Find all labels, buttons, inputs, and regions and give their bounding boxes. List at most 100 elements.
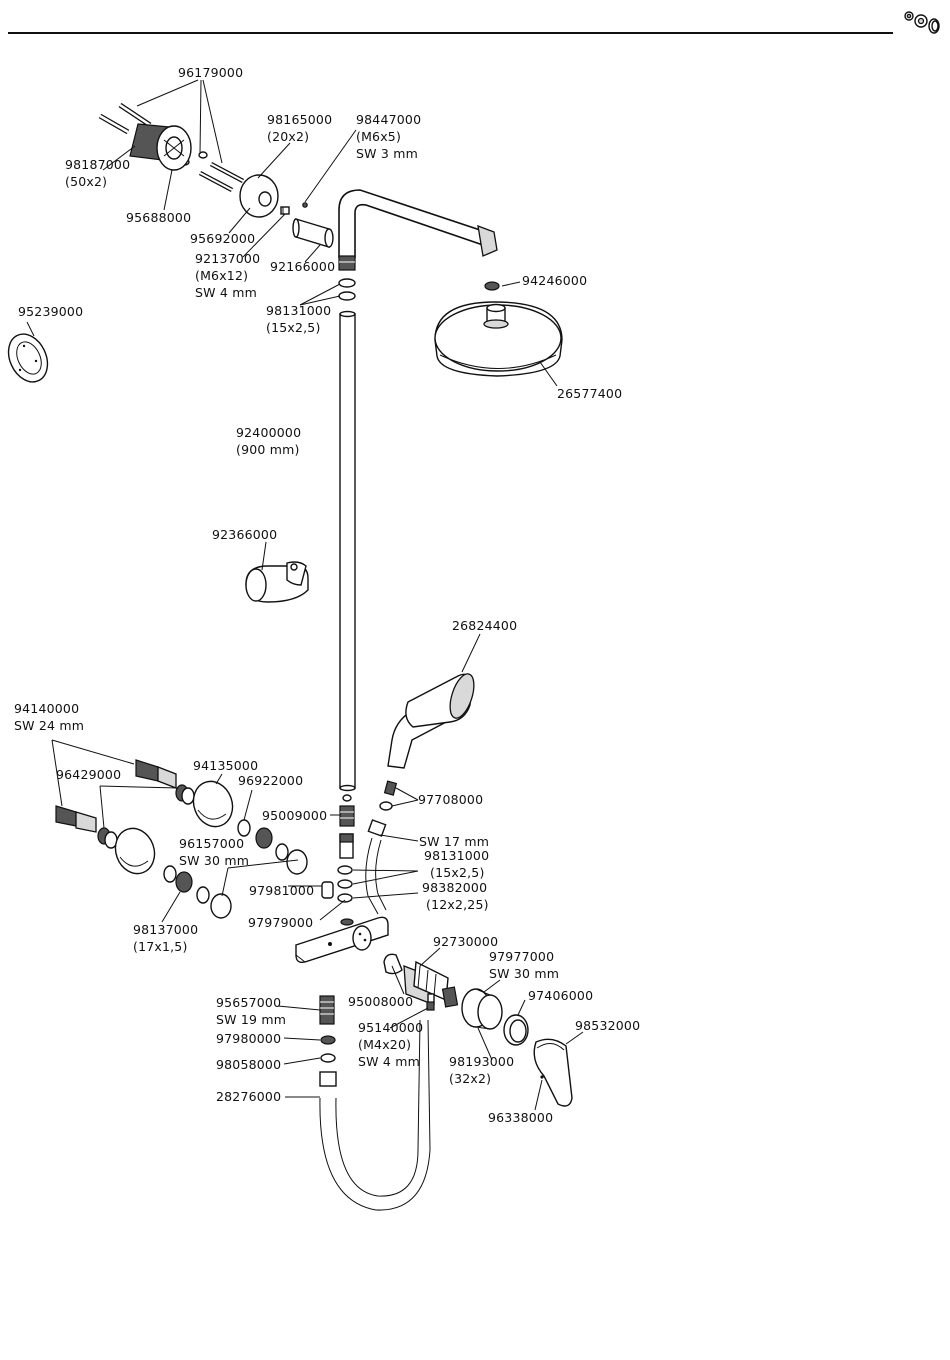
- part-tool: SW 30 mm: [489, 966, 560, 981]
- tiny-grub-screw: [302, 202, 308, 208]
- part-number: 96338000: [488, 1110, 554, 1125]
- part-label-95008000: 95008000: [348, 993, 413, 1010]
- part-number: 92166000: [270, 259, 336, 274]
- part-label-96922000: 96922000: [238, 772, 303, 789]
- part-label-94246000: 94246000: [522, 272, 587, 289]
- part-label-96157000: 96157000 SW 30 mm: [179, 835, 249, 869]
- part-label-98137000: 98137000 (17x1,5): [133, 921, 198, 955]
- part-label-28276000: 28276000: [216, 1088, 281, 1105]
- shower-hose: [319, 1019, 431, 1211]
- part-number: 98532000: [575, 1018, 641, 1033]
- part-label-97981000: 97981000: [249, 882, 314, 899]
- hand-shower: [387, 673, 475, 769]
- part-label-95009000: 95009000: [262, 807, 327, 824]
- s-union-upper: [135, 759, 195, 805]
- part-label-97979000: 97979000: [248, 914, 313, 931]
- part-tool: SW 19 mm: [216, 1012, 287, 1027]
- o-ring: [338, 291, 356, 301]
- part-tool: SW 17 mm: [419, 834, 490, 849]
- arm-connector: [292, 218, 334, 248]
- part-number: 98131000: [424, 848, 490, 863]
- part-label-92137000: 92137000 (M6x12) SW 4 mm: [195, 250, 260, 301]
- part-number: 94140000: [14, 701, 80, 716]
- leader-lines: [26, 79, 584, 1111]
- part-spec: (20x2): [267, 129, 310, 144]
- part-number: 98382000: [422, 880, 488, 895]
- part-spec: (15x2,5): [430, 865, 485, 880]
- wall-rosette: [239, 174, 279, 218]
- part-number: 95239000: [18, 304, 84, 319]
- part-tool: SW 4 mm: [358, 1054, 420, 1069]
- part-label-95239000: 95239000: [18, 303, 83, 320]
- o-ring: [337, 865, 353, 875]
- part-number: 98131000: [266, 303, 332, 318]
- part-number: 98193000: [449, 1054, 515, 1069]
- part-number: 26577400: [557, 386, 623, 401]
- part-number: 97979000: [248, 915, 314, 930]
- part-number: 96922000: [238, 773, 304, 788]
- part-number: 98165000: [267, 112, 333, 127]
- part-number: 97981000: [249, 883, 315, 898]
- part-number: 98058000: [216, 1057, 282, 1072]
- part-spec: (900 mm): [236, 442, 300, 457]
- handshower-holder: [245, 561, 309, 603]
- part-label-96429000: 96429000: [56, 766, 121, 783]
- part-number: 97977000: [489, 949, 555, 964]
- part-number: 96179000: [178, 65, 244, 80]
- part-label-97406000: 97406000: [528, 987, 593, 1004]
- part-spec: (M4x20): [358, 1037, 412, 1052]
- o-ring: [320, 1035, 336, 1045]
- thermostat-cartridge: [383, 953, 449, 1011]
- part-label-96338000: 96338000: [488, 1109, 553, 1126]
- riser-rail: [339, 310, 356, 792]
- connector-nipple: [339, 805, 355, 827]
- part-label-95688000: 95688000: [126, 209, 191, 226]
- part-number: 28276000: [216, 1089, 282, 1104]
- part-tool: SW 4 mm: [195, 285, 257, 300]
- part-number: 94135000: [193, 758, 259, 773]
- stop-ring-97406000: [503, 1014, 529, 1046]
- part-tool: SW 24 mm: [14, 718, 85, 733]
- cap-97981000: [321, 881, 334, 899]
- shower-arm: [338, 189, 498, 271]
- small-washer: [342, 794, 352, 802]
- shower-hose-upper: [365, 819, 387, 915]
- part-number: 97708000: [418, 792, 484, 807]
- part-spec: (M6x5): [356, 129, 402, 144]
- thermostat-body: [295, 916, 389, 964]
- part-label-98193000: 98193000 (32x2): [449, 1053, 514, 1087]
- nut-upper: [255, 827, 308, 875]
- part-number: 94246000: [522, 273, 588, 288]
- cover-plate: [7, 333, 49, 383]
- part-label-95140000: 95140000 (M4x20) SW 4 mm: [358, 1019, 423, 1070]
- part-spec: (17x1,5): [133, 939, 188, 954]
- part-number: 92366000: [212, 527, 278, 542]
- part-label-sw17: SW 17 mm: [419, 833, 489, 850]
- part-label-26824400: 26824400: [452, 617, 517, 634]
- nut-lower: [163, 865, 232, 919]
- part-label-98382000: 98382000 (12x2,25): [422, 879, 489, 913]
- wall-bracket-group: [98, 102, 334, 248]
- part-spec: (32x2): [449, 1071, 492, 1086]
- flow-limiter: [339, 833, 354, 859]
- part-label-26577400: 26577400: [557, 385, 622, 402]
- rosette-lower: [114, 827, 156, 875]
- o-ring: [337, 879, 353, 889]
- part-number: 95692000: [190, 231, 256, 246]
- part-number: 96429000: [56, 767, 122, 782]
- part-number: 98137000: [133, 922, 199, 937]
- strainer-disc: [484, 281, 500, 291]
- part-label-92730000: 92730000: [433, 933, 498, 950]
- spare-parts-icon: [904, 11, 940, 34]
- part-label-92366000: 92366000: [212, 526, 277, 543]
- check-valve-95657000: [319, 995, 335, 1025]
- part-number: 92137000: [195, 251, 261, 266]
- union-nut: [441, 986, 459, 1008]
- part-spec: (M6x12): [195, 268, 249, 283]
- part-tool: SW 30 mm: [179, 853, 250, 868]
- part-label-96179000: 96179000: [178, 64, 243, 81]
- part-spec: (12x2,25): [426, 897, 489, 912]
- part-label-97977000: 97977000 SW 30 mm: [489, 948, 559, 982]
- temperature-sleeve-97977000: [461, 988, 503, 1030]
